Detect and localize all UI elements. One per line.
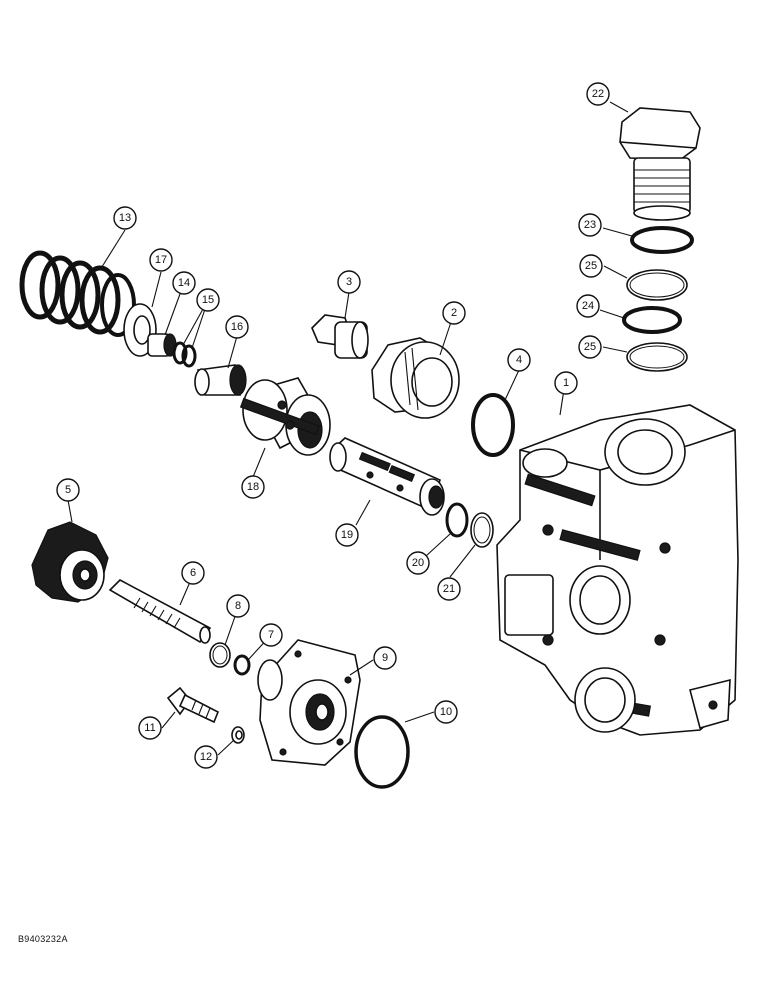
svg-text:10: 10 bbox=[440, 706, 452, 718]
plug-part-3 bbox=[311, 314, 369, 359]
svg-text:2: 2 bbox=[451, 307, 457, 319]
svg-text:3: 3 bbox=[346, 276, 352, 288]
o-ring-part-23 bbox=[630, 226, 694, 254]
callout-3: 3 bbox=[337, 270, 361, 294]
washer-part-12 bbox=[231, 726, 245, 744]
callout-21: 21 bbox=[437, 577, 461, 601]
svg-text:25: 25 bbox=[585, 260, 597, 272]
svg-text:15: 15 bbox=[202, 294, 214, 306]
backup-ring-part-25-lower bbox=[626, 342, 688, 372]
callout-14: 14 bbox=[172, 271, 196, 295]
knob-part-5 bbox=[31, 521, 109, 603]
plug-part-22 bbox=[619, 107, 701, 221]
leader-12 bbox=[217, 739, 235, 756]
leader-17 bbox=[151, 271, 162, 308]
callout-17: 17 bbox=[149, 248, 173, 272]
callout-12: 12 bbox=[194, 745, 218, 769]
callout-18: 18 bbox=[241, 475, 265, 499]
o-ring-part-24 bbox=[622, 306, 682, 334]
leader-18 bbox=[252, 447, 266, 478]
svg-text:6: 6 bbox=[190, 567, 196, 579]
svg-text:11: 11 bbox=[144, 722, 155, 734]
callout-25-upper: 25 bbox=[579, 254, 603, 278]
callout-10: 10 bbox=[434, 700, 458, 724]
callout-15: 15 bbox=[196, 288, 220, 312]
leader-4 bbox=[504, 369, 520, 401]
leader-9 bbox=[349, 659, 374, 676]
leader-22 bbox=[609, 101, 629, 113]
leader-3 bbox=[344, 291, 350, 319]
cap-flange-part-9 bbox=[257, 639, 361, 766]
o-ring-part-20 bbox=[445, 502, 469, 538]
svg-text:9: 9 bbox=[382, 652, 388, 664]
spool-part-16 bbox=[194, 364, 247, 396]
o-ring-part-4 bbox=[471, 393, 515, 457]
callout-22: 22 bbox=[586, 82, 610, 106]
figure-id: B9403232A bbox=[18, 934, 68, 944]
adjusting-screw-part-6 bbox=[108, 579, 212, 644]
callout-1: 1 bbox=[554, 371, 578, 395]
callout-9: 9 bbox=[373, 646, 397, 670]
svg-text:14: 14 bbox=[178, 277, 190, 289]
callout-16: 16 bbox=[225, 315, 249, 339]
callout-20: 20 bbox=[406, 551, 430, 575]
svg-text:7: 7 bbox=[268, 629, 274, 641]
svg-text:12: 12 bbox=[200, 751, 212, 763]
valve-body-part-1 bbox=[496, 404, 739, 736]
svg-text:21: 21 bbox=[443, 583, 455, 595]
callout-24: 24 bbox=[576, 294, 600, 318]
callout-6: 6 bbox=[181, 561, 205, 585]
sleeve-part-18 bbox=[239, 377, 331, 456]
callout-7: 7 bbox=[259, 623, 283, 647]
backup-ring-part-21 bbox=[470, 512, 494, 548]
leader-13 bbox=[99, 229, 126, 271]
svg-text:8: 8 bbox=[235, 600, 241, 612]
leader-25a bbox=[603, 265, 628, 279]
backup-ring-part-8 bbox=[209, 642, 231, 668]
bolt-part-11 bbox=[166, 686, 220, 724]
spool-part-19 bbox=[329, 437, 445, 516]
leader-23 bbox=[602, 227, 633, 237]
svg-text:25: 25 bbox=[584, 341, 596, 353]
svg-text:4: 4 bbox=[516, 354, 522, 366]
leader-19 bbox=[355, 499, 371, 526]
callout-5: 5 bbox=[56, 478, 80, 502]
leader-24 bbox=[599, 309, 625, 319]
fitting-part-2 bbox=[371, 337, 460, 419]
svg-text:20: 20 bbox=[412, 557, 424, 569]
callout-11: 11 bbox=[138, 716, 162, 740]
svg-text:23: 23 bbox=[584, 219, 596, 231]
svg-text:5: 5 bbox=[65, 484, 71, 496]
leader-20 bbox=[425, 533, 451, 557]
svg-text:19: 19 bbox=[341, 529, 353, 541]
callout-23: 23 bbox=[578, 213, 602, 237]
svg-text:22: 22 bbox=[592, 88, 604, 100]
spring-part-13 bbox=[19, 250, 136, 337]
callout-4: 4 bbox=[507, 348, 531, 372]
svg-text:13: 13 bbox=[119, 212, 131, 224]
svg-text:18: 18 bbox=[247, 481, 259, 493]
o-ring-part-10 bbox=[354, 715, 410, 789]
callout-13: 13 bbox=[113, 206, 137, 230]
svg-text:24: 24 bbox=[582, 300, 594, 312]
svg-text:17: 17 bbox=[155, 254, 167, 266]
callout-19: 19 bbox=[335, 523, 359, 547]
leader-10 bbox=[404, 711, 435, 723]
retainer-part-14 bbox=[147, 333, 177, 357]
backup-ring-part-25-upper bbox=[626, 269, 688, 301]
callout-2: 2 bbox=[442, 301, 466, 325]
o-ring-part-7 bbox=[233, 654, 251, 676]
leader-5 bbox=[67, 499, 73, 523]
leader-11 bbox=[161, 711, 176, 729]
svg-text:1: 1 bbox=[563, 377, 569, 389]
leader-25b bbox=[602, 346, 628, 353]
leader-16 bbox=[227, 335, 238, 369]
rings-part-15 bbox=[172, 341, 197, 368]
leader-21 bbox=[449, 544, 476, 578]
callout-25-lower: 25 bbox=[578, 335, 602, 359]
callout-8: 8 bbox=[226, 594, 250, 618]
svg-text:16: 16 bbox=[231, 321, 243, 333]
